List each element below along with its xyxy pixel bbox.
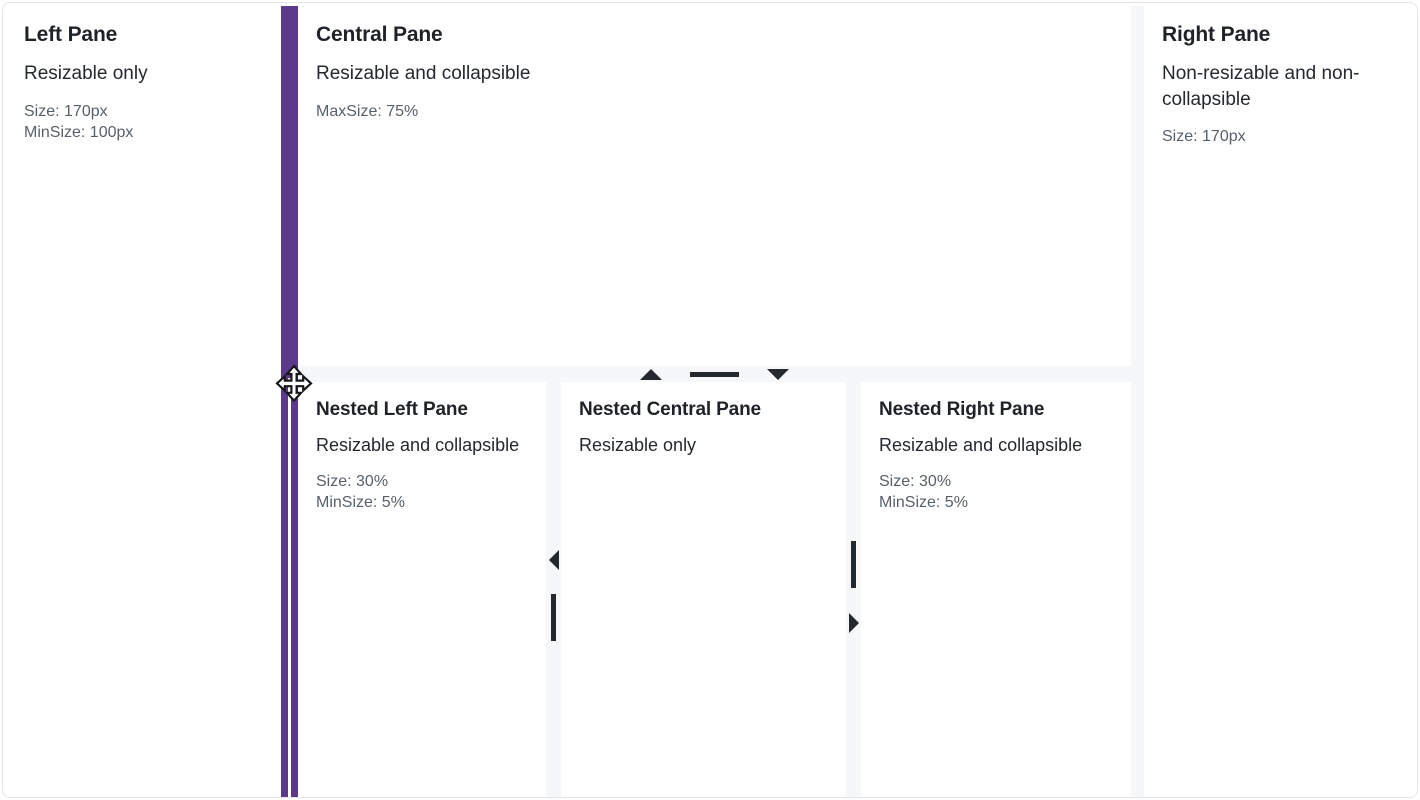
nested-central-pane-description: Resizable only xyxy=(579,435,697,456)
nested-central-pane-title: Nested Central Pane xyxy=(579,399,761,420)
nested-left-pane: Nested Left Pane Resizable and collapsib… xyxy=(298,382,546,797)
nested-right-pane-title: Nested Right Pane xyxy=(879,399,1045,420)
triangle-right-icon[interactable] xyxy=(849,613,859,633)
left-pane-description: Resizable only xyxy=(24,62,148,84)
nested-resize-handle-left[interactable] xyxy=(546,382,561,797)
central-pane: Central Pane Resizable and collapsible M… xyxy=(298,6,1131,366)
horizontal-handle-controls xyxy=(298,366,1131,382)
left-pane-min-size: MinSize: 100px xyxy=(24,123,134,141)
nested-central-pane: Nested Central Pane Resizable only xyxy=(561,382,846,797)
nested-left-pane-description: Resizable and collapsible xyxy=(316,435,520,456)
nested-right-pane-description: Resizable and collapsible xyxy=(879,435,1083,456)
vertical-resize-handle[interactable] xyxy=(281,6,298,797)
nested-right-pane-min-size: MinSize: 5% xyxy=(879,493,968,511)
central-pane-description: Resizable and collapsible xyxy=(316,62,531,84)
triangle-up-icon[interactable] xyxy=(640,368,662,380)
left-pane-title: Left Pane xyxy=(24,23,118,46)
nested-right-pane-content: Nested Right Pane Resizable and collapsi… xyxy=(861,382,1131,529)
nested-left-pane-content: Nested Left Pane Resizable and collapsib… xyxy=(298,382,546,529)
grip-bar-icon[interactable] xyxy=(551,594,556,641)
left-pane: Left Pane Resizable only Size: 170px Min… xyxy=(6,6,281,797)
central-pane-content: Central Pane Resizable and collapsible M… xyxy=(298,6,1131,138)
nested-pane-group: Nested Left Pane Resizable and collapsib… xyxy=(298,382,1131,797)
right-pane-content: Right Pane Non-resizable and non-collaps… xyxy=(1144,6,1417,163)
left-pane-size: Size: 170px xyxy=(24,102,108,120)
right-pane-description: Non-resizable and non-collapsible xyxy=(1162,62,1360,110)
grip-bar-icon[interactable] xyxy=(851,541,856,588)
nested-left-pane-min-size: MinSize: 5% xyxy=(316,493,405,511)
nested-left-pane-size: Size: 30% xyxy=(316,472,389,490)
right-pane: Right Pane Non-resizable and non-collaps… xyxy=(1144,6,1417,797)
right-pane-divider xyxy=(1131,6,1144,797)
right-pane-size: Size: 170px xyxy=(1162,128,1246,146)
nested-right-pane: Nested Right Pane Resizable and collapsi… xyxy=(861,382,1131,797)
resize-grip-line-icon xyxy=(288,378,291,797)
central-pane-title: Central Pane xyxy=(316,23,443,46)
triangle-down-icon[interactable] xyxy=(767,368,789,380)
nested-left-pane-title: Nested Left Pane xyxy=(316,399,468,420)
left-pane-content: Left Pane Resizable only Size: 170px Min… xyxy=(6,6,281,159)
nested-resize-handle-right[interactable] xyxy=(846,382,861,797)
nested-central-pane-content: Nested Central Pane Resizable only xyxy=(561,382,846,487)
horizontal-resize-handle[interactable] xyxy=(298,366,1131,382)
triangle-left-icon[interactable] xyxy=(549,550,559,570)
nested-right-pane-size: Size: 30% xyxy=(879,472,952,490)
right-pane-title: Right Pane xyxy=(1162,23,1271,46)
central-pane-max-size: MaxSize: 75% xyxy=(316,102,419,120)
grip-bar-icon[interactable] xyxy=(690,371,739,377)
